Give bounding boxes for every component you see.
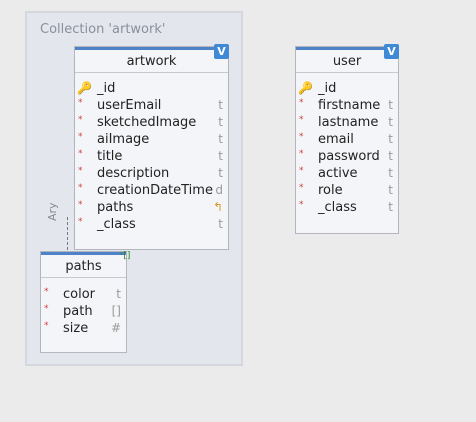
field-row[interactable]: * path [] [41,303,126,320]
entity-artwork-header[interactable]: artwork V [75,44,229,73]
field-row[interactable]: * size # [41,320,126,337]
entity-title: paths [65,259,102,274]
field-name: paths [97,200,134,215]
field-row[interactable]: * aiImage t [75,131,228,148]
field-row[interactable]: * role t [296,182,398,199]
field-list: 🔑 _id * firstname t * lastname t * email t * passwor… [296,73,398,216]
entity-paths[interactable]: paths * color t * path [] * size # [40,251,127,353]
field-name: aiImage [97,132,150,147]
field-row[interactable]: * password t [296,148,398,165]
field-type: t [388,115,393,129]
field-row[interactable]: * _class t [296,199,398,216]
required-marker-icon: * [299,200,304,210]
required-marker-icon: * [44,321,49,331]
field-type: t [218,132,223,146]
field-name: color [63,287,96,302]
required-marker-icon: * [78,166,83,176]
field-row[interactable]: * email t [296,131,398,148]
field-type: t [388,183,393,197]
field-row[interactable]: * userEmail t [75,97,228,114]
key-icon: 🔑 [77,81,92,95]
entity-title: artwork [126,54,177,69]
key-icon: 🔑 [298,81,313,95]
field-type: t [218,149,223,163]
entity-title: user [332,54,362,69]
field-row[interactable]: 🔑 _id [75,80,228,97]
required-marker-icon: * [299,166,304,176]
field-row[interactable]: * paths ↰ [75,199,228,216]
required-marker-icon: * [299,98,304,108]
required-marker-icon: * [78,115,83,125]
field-row[interactable]: 🔑 _id [296,80,398,97]
required-marker-icon: * [299,149,304,159]
field-name: userEmail [97,98,162,113]
required-marker-icon: * [78,149,83,159]
field-row[interactable]: * active t [296,165,398,182]
field-type: t [218,166,223,180]
view-icon[interactable]: V [214,44,229,59]
field-name: lastname [318,115,379,130]
field-type: [] [111,304,121,318]
field-name: _class [318,200,357,215]
entity-artwork[interactable]: artwork V 🔑 _id * userEmail t * sketchedImage t… [74,44,229,250]
reference-icon: ↰ [212,200,223,214]
required-marker-icon: * [78,200,83,210]
field-name: creationDateTime [97,183,213,198]
relationship-line[interactable] [67,217,68,250]
required-marker-icon: * [78,217,83,227]
field-name: active [318,166,358,181]
view-icon[interactable]: V [384,44,399,59]
field-name: firstname [318,98,381,113]
field-type: t [388,149,393,163]
field-type: t [218,115,223,129]
field-name: path [63,304,93,319]
field-type: t [218,217,223,231]
relationship-label: Ary [46,202,59,221]
field-type: t [388,200,393,214]
field-type: t [388,132,393,146]
field-type: d [215,183,223,197]
entity-paths-header[interactable]: paths [41,252,126,278]
field-name: role [318,183,343,198]
field-list: * color t * path [] * size # [41,278,126,337]
field-name: size [63,321,89,336]
required-marker-icon: * [78,132,83,142]
field-name: title [97,149,123,164]
field-type: t [218,98,223,112]
field-row[interactable]: * lastname t [296,114,398,131]
field-row[interactable]: * _class t [75,216,228,233]
field-type: t [388,98,393,112]
required-marker-icon: * [299,132,304,142]
field-name: description [97,166,170,181]
entity-user-header[interactable]: user V [296,44,399,73]
field-row[interactable]: * sketchedImage t [75,114,228,131]
field-type: # [110,321,121,335]
field-name: sketchedImage [97,115,197,130]
field-name: _class [97,217,136,232]
field-row[interactable]: * color t [41,286,126,303]
required-marker-icon: * [299,115,304,125]
required-marker-icon: * [44,287,49,297]
field-type: t [388,166,393,180]
field-type: t [116,287,121,301]
field-name: email [318,132,354,147]
field-row[interactable]: * description t [75,165,228,182]
field-row[interactable]: * title t [75,148,228,165]
required-marker-icon: * [299,183,304,193]
required-marker-icon: * [44,304,49,314]
array-icon: ᶜ[] [120,251,131,261]
collection-label: Collection 'artwork' [40,22,166,37]
field-name: _id [97,81,116,96]
field-name: password [318,149,380,164]
required-marker-icon: * [78,98,83,108]
field-row[interactable]: * firstname t [296,97,398,114]
required-marker-icon: * [78,183,83,193]
field-name: _id [318,81,337,96]
